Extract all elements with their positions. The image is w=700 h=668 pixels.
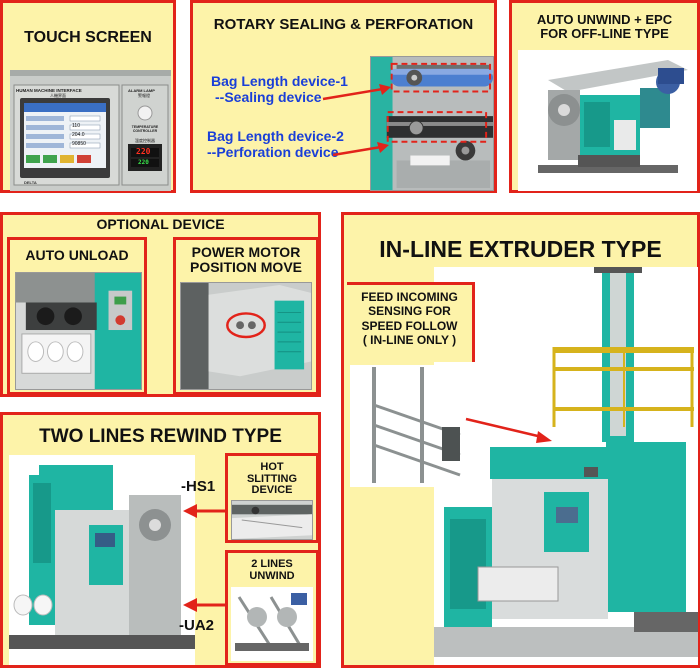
alarm-lamp-cn-text: 警報燈 [138,93,150,98]
panel-title: TOUCH SCREEN [24,29,152,46]
alarm-lamp-text: ALARM LAMP [128,88,155,93]
auto-unload-box: AUTO UNLOAD [7,237,147,395]
hs1-label: -HS1 [181,478,216,495]
power-motor-box: POWER MOTOR POSITION MOVE [173,237,319,395]
panel-title: ROTARY SEALING & PERFORATION [213,16,474,33]
title-line: HOT [260,461,284,473]
touch-screen-photo: HUMAN MACHINE INTERFACE 人機界面 ALARM LAMP … [10,70,171,191]
label-line: Bag Length device-2 [207,128,344,144]
ua2-label: -UA2 [179,617,215,634]
panel-title: TWO LINES REWIND TYPE [39,426,282,447]
temperature-reading: 220 [136,147,151,156]
auto-unload-photo [15,272,142,390]
title-line: FOR OFF-LINE TYPE [540,26,669,42]
panel-optional-device: OPTIONAL DEVICE AUTO UNLOAD POWER M [0,212,321,397]
title-line: POWER MOTOR [191,244,301,260]
auto-unwind-photo [518,50,697,191]
title-line: SLITTING [246,472,298,485]
power-motor-photo [180,282,312,390]
hot-slitting-box: HOT SLITTING DEVICE [225,453,319,543]
title-line: ( IN-LINE ONLY ) [362,333,457,348]
title-line: 2 LINES [251,558,293,570]
arrow-ua2-icon [183,598,225,612]
arrow-perforation-icon [332,142,389,157]
panel-title: AUTO UNWIND + EPC FOR OFF-LINE TYPE [512,12,697,42]
hmi-brand-logo: DELTA [24,180,37,185]
temperature-controller-text: TEMPERATURE CONTROLLER [131,125,159,133]
title-line: POSITION MOVE [189,259,302,276]
hmi-header-cn-text: 人機界面 [50,93,66,98]
bag-length-device-1-label: Bag Length device-1 --Sealing device [211,73,348,105]
arrow-feed-sensing-icon [465,417,552,443]
label-line: --Perforation device [207,144,339,161]
subpanel-title: AUTO UNLOAD [25,247,129,263]
title-line: FEED INCOMING [361,290,458,304]
rotary-sealing-photo [370,56,494,191]
subpanel-title: HOT SLITTING DEVICE [228,461,316,497]
title-line: SPEED FOLLOW [361,318,458,333]
title-line: SENSING FOR [368,304,451,319]
panel-auto-unwind: AUTO UNWIND + EPC FOR OFF-LINE TYPE [509,0,700,193]
arrow-sealing-icon [322,84,391,101]
title-line: UNWIND [249,569,295,582]
label-line: Bag Length device-1 [211,73,348,89]
two-lines-rewind-photo [9,455,195,665]
temperature-controller-cn-text: 溫度控制器 [135,138,155,143]
subpanel-title: POWER MOTOR POSITION MOVE [176,244,316,276]
temperature-setpoint: 220 [138,159,149,166]
inline-extruder-photo [434,267,698,665]
panel-touch-screen: TOUCH SCREEN HUMAN MAC [0,0,176,193]
hmi-header-text: HUMAN MACHINE INTERFACE [16,88,82,93]
panel-rotary-sealing: ROTARY SEALING & PERFORATION Bag Length … [190,0,497,193]
label-line: --Sealing device [215,89,322,106]
two-lines-unwind-photo [231,587,313,661]
title-line: DEVICE [251,484,293,497]
arrow-hs1-icon [183,504,225,518]
subpanel-title: FEED INCOMING SENSING FOR SPEED FOLLOW (… [347,290,472,348]
feed-sensing-photo [350,365,475,487]
hmi-value-3: 90850 [72,141,86,147]
title-line: AUTO UNWIND + EPC [536,12,673,27]
hot-slitting-photo [231,500,313,540]
hmi-value-2: 204.0 [72,132,85,138]
feed-sensing-box: FEED INCOMING SENSING FOR SPEED FOLLOW (… [347,282,475,362]
subpanel-title: 2 LINES UNWIND [228,558,316,582]
panel-inline-extruder: IN-LINE EXTRUDER TYPE [341,212,700,668]
hmi-value-1: 110 [72,123,80,129]
two-lines-unwind-box: 2 LINES UNWIND [225,550,319,666]
panel-two-lines-rewind: TWO LINES REWIND TYPE -HS1 -UA2 HOT SLIT… [0,412,321,668]
panel-title: OPTIONAL DEVICE [96,216,225,232]
bag-length-device-2-label: Bag Length device-2 --Perforation device [207,128,344,160]
panel-title: IN-LINE EXTRUDER TYPE [379,236,662,262]
